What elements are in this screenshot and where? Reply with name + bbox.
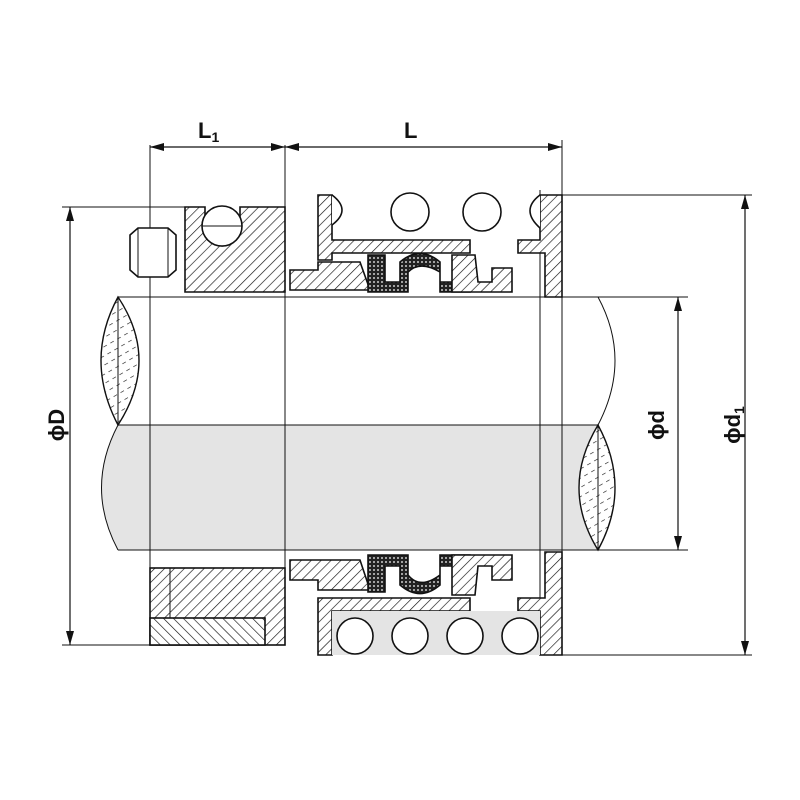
shaft-left-break-section bbox=[100, 295, 140, 427]
spring-circle bbox=[462, 192, 502, 232]
dimension-label-phi-D: ϕD bbox=[44, 409, 69, 441]
dimension-L: L bbox=[285, 118, 562, 151]
dimension-label-L: L bbox=[404, 118, 417, 143]
spring-circle bbox=[446, 617, 484, 655]
dimension-label-L1: L1 bbox=[198, 118, 219, 145]
spring-circle bbox=[391, 617, 429, 655]
spring-circle bbox=[501, 617, 539, 655]
dimension-label-phi-d: ϕd bbox=[644, 410, 669, 440]
dimension-phi-d1: ϕd1 bbox=[562, 194, 752, 656]
spring-circle bbox=[336, 617, 374, 655]
shaft bbox=[100, 295, 616, 552]
stop-collar-upper bbox=[129, 205, 286, 293]
shaft-upper-outline bbox=[118, 296, 616, 426]
shaft-lower-shaded bbox=[101, 425, 609, 550]
dimension-label-phi-d1: ϕd1 bbox=[720, 406, 747, 444]
dimension-phi-d: ϕd bbox=[598, 296, 688, 551]
dimension-phi-D: ϕD bbox=[44, 206, 185, 646]
stop-collar-lower bbox=[149, 567, 286, 646]
dimension-L1: L1 bbox=[150, 118, 285, 151]
seal-assembly-upper bbox=[289, 192, 563, 298]
seal-assembly-lower bbox=[289, 551, 563, 656]
set-screw bbox=[129, 227, 177, 278]
spring-circle bbox=[390, 192, 430, 232]
